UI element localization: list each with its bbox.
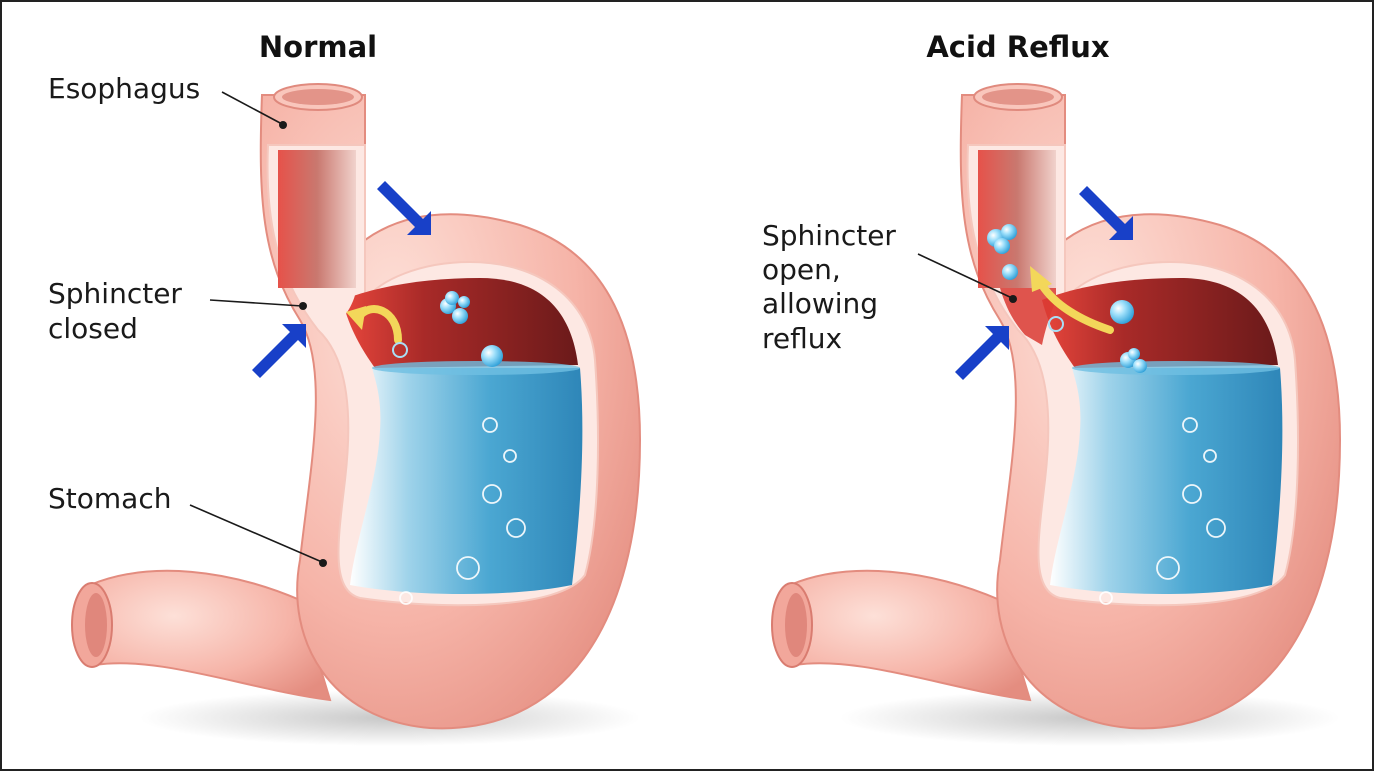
yellow-flow-arrow-icon xyxy=(346,305,402,344)
acid-bubble-icon xyxy=(392,291,503,367)
panel-normal: Normal Esophagus Sphincter closed Stomac… xyxy=(48,30,641,747)
leader-sphincter-open xyxy=(917,253,1013,299)
label-sphincter-open-line2: open, xyxy=(762,253,841,286)
closed-sphincter xyxy=(300,288,356,330)
leader-esophagus xyxy=(221,91,283,125)
leader-sphincter-closed xyxy=(209,299,303,307)
stomach-illustration-normal xyxy=(71,83,641,747)
pressure-arrow-lower-icon xyxy=(252,324,306,378)
yellow-flow-arrow-icon xyxy=(1030,266,1114,334)
label-sphincter-closed-line1: Sphincter xyxy=(48,277,182,310)
panel-title-acid-reflux: Acid Reflux xyxy=(926,30,1110,64)
label-esophagus: Esophagus xyxy=(48,72,200,105)
label-sphincter-closed-line2: closed xyxy=(48,312,138,345)
label-stomach: Stomach xyxy=(48,482,171,515)
label-sphincter-open-line1: Sphincter xyxy=(762,219,896,252)
pressure-arrow-lower-icon xyxy=(955,326,1009,380)
stomach-illustration-reflux xyxy=(771,83,1341,747)
label-sphincter-open-line3: allowing xyxy=(762,287,878,320)
panel-title-normal: Normal xyxy=(259,30,377,64)
leader-stomach xyxy=(189,504,323,563)
label-sphincter-open-line4: reflux xyxy=(762,322,842,355)
panel-acid-reflux: Acid Reflux Sphincter open, allowing ref… xyxy=(762,30,1341,747)
acid-bubble-icon xyxy=(987,224,1147,373)
